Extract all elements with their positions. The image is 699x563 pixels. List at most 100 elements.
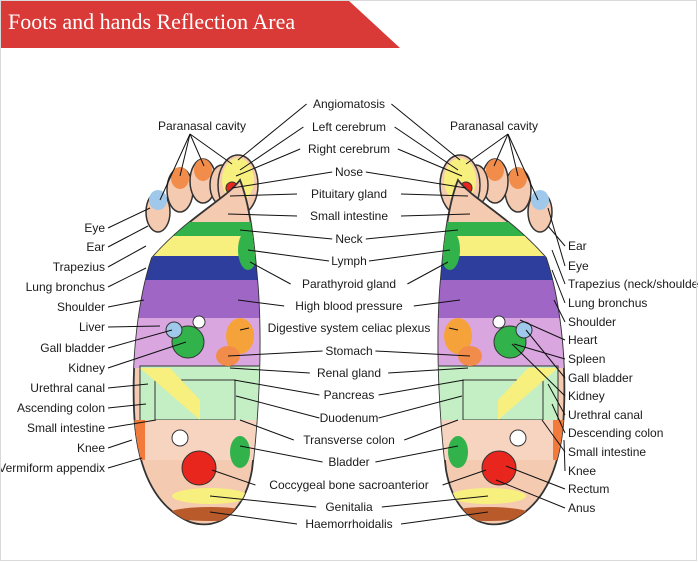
leader-center-right [442,469,487,486]
leader-center-left [211,469,256,486]
leader-center-right [378,395,463,419]
center-label-lymph: Lymph [331,254,367,268]
left-label-knee: Knee [76,441,105,455]
leader-center-right [394,126,459,171]
leader-center-right [375,445,459,463]
toe-zone-orange-2 [486,159,504,181]
leader-paranasal-right [465,133,509,165]
leader-right [511,343,566,397]
right-foot [437,154,566,526]
leader-right [505,465,566,490]
leader-center-left [247,249,330,262]
left-foot [132,154,261,526]
leader-center-right [391,103,461,161]
right-label-kidney: Kidney [568,389,605,403]
knee-zone [553,420,565,460]
leader-center-right [404,419,459,441]
leader-right [551,269,566,304]
leader-paranasal-left [189,133,205,167]
center-label-haemorrhoidalis: Haemorrhoidalis [305,517,393,531]
leader-left [107,457,143,469]
haemorrhoid-zone [446,507,530,521]
right-label-shoulder: Shoulder [568,315,617,329]
center-label-nose: Nose [334,165,364,179]
left-label-liver: Liver [78,320,105,334]
leader-center-right [400,213,471,217]
coccyx-zone [181,450,217,486]
left-label-ascending-colon: Ascending colon [16,401,105,415]
center-label-small-intestine: Small intestine [309,209,389,223]
leader-right [551,249,566,285]
leader-right [547,383,566,416]
leader-left [107,225,149,248]
right-label-rectum: Rectum [568,482,610,496]
right-label-knee: Knee [568,464,597,478]
coccyx-zone [481,450,517,486]
center-label-renal-gland: Renal gland [316,366,382,380]
center-label-transverse-colon: Transverse colon [303,433,395,447]
leader-paranasal-left [189,133,233,165]
leader-center-left [235,395,320,419]
leader-center-left [239,445,323,463]
leader-center-right [368,249,451,262]
ureter-zone [498,368,558,420]
renal-gland-zone [192,315,206,329]
leader-right [563,439,566,472]
leader-left [107,329,173,349]
haemorrhoid-zone [168,507,252,521]
leader-paranasal-right [493,133,509,167]
left-label-shoulder: Shoulder [56,300,105,314]
leader-center-right [413,299,461,307]
right-label-anus: Anus [568,501,596,515]
center-label-high-blood-pressure: High blood pressure [295,299,403,313]
leader-center-right [400,511,489,525]
toe-zone-blue [149,190,167,210]
top-right-label: Paranasal cavity [449,119,539,133]
center-label-neck: Neck [335,232,363,246]
sole-zones [133,222,260,521]
center-label-pituitary-gland: Pituitary gland [310,187,388,201]
leader-center-left [229,193,298,197]
right-label-descending-colon: Descending colon [568,426,664,440]
leader-paranasal-left [179,133,191,177]
left-label-urethral-canal: Urethral canal [30,381,105,395]
center-label-parathyroid-gland: Parathyroid gland [301,277,397,291]
left-label-vermiform-appendix: Vermiform appendix [0,461,105,475]
leader-paranasal-right [507,133,539,201]
left-label-lung-bronchus: Lung bronchus [25,280,105,294]
leader-left [107,439,133,449]
left-label-kidney: Kidney [68,361,105,375]
leader-center-left [227,213,298,217]
leader-right [513,343,566,360]
leader-right [525,329,566,379]
right-label-small-intestine: Small intestine [568,445,647,459]
center-label-coccygeal-bone-sacroanterior: Coccygeal bone sacroanterior [269,478,429,492]
page-title: Foots and hands Reflection Area [8,9,296,34]
leader-left [107,299,145,308]
toe-zone-orange [171,167,189,189]
toe-zone-blue [531,190,549,210]
leader-center-right [365,229,459,240]
renal-gland-zone [492,315,506,329]
left-label-gall-bladder: Gall bladder [40,341,105,355]
bladder-zone [230,436,250,468]
top-left-label: Paranasal cavity [157,119,247,133]
appendix-zone [171,429,189,447]
leader-center-left [239,419,294,441]
leader-right [547,207,566,267]
leader-left [107,383,149,389]
leader-paranasal-left [159,133,191,201]
left-label-ear: Ear [86,240,105,254]
leader-left [107,245,147,268]
digestive-zone [226,318,254,354]
leader-left [107,341,187,369]
knee-zone [133,420,145,460]
leader-center-left [237,299,285,307]
left-label-eye: Eye [84,221,105,235]
right-label-gall-bladder: Gall bladder [568,371,633,385]
title-banner: Foots and hands Reflection Area [0,0,400,48]
leader-center-right [397,148,463,177]
right-label-urethral-canal: Urethral canal [568,408,643,422]
leader-left [107,403,147,409]
